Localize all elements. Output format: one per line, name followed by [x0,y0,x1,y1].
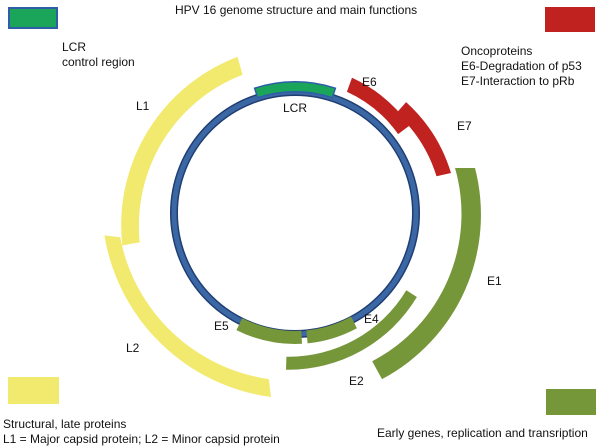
oncoprotein-legend-text: Oncoproteins E6-Degradation of p53 E7-In… [461,44,582,89]
e2-label: E2 [349,374,364,388]
late-legend-swatch [8,377,59,404]
lcr-label: LCR [283,101,307,115]
page-title: HPV 16 genome structure and main functio… [175,3,418,17]
lcr-legend-title: LCR [62,40,87,54]
e5-label: E5 [214,319,229,333]
l2-arc [104,235,272,397]
oncoprotein-legend-e7: E7-Interaction to pRb [461,74,575,88]
e5-arc [236,318,302,344]
oncoprotein-legend-title: Oncoproteins [461,44,533,58]
e1-label: E1 [487,274,502,288]
oncoprotein-legend-swatch [545,7,595,32]
genome-ring [170,88,420,338]
late-legend-desc: L1 = Major capsid protein; L2 = Minor ca… [3,432,280,446]
lcr-legend-desc: control region [62,55,135,69]
oncoprotein-legend-e6: E6-Degradation of p53 [461,59,582,73]
e6-label: E6 [362,75,377,89]
lcr-legend-swatch [8,7,58,29]
e7-arc [396,102,451,177]
e6-arc [346,77,410,135]
late-legend-title: Structural, late proteins [3,417,127,431]
l1-arc [121,56,243,246]
e4-label: E4 [364,312,379,326]
early-legend-swatch [546,389,596,415]
lcr-segment [253,81,337,99]
early-legend-text: Early genes, replication and transriptio… [377,426,588,440]
e1-arc [372,168,481,380]
late-legend-text: Structural, late proteins L1 = Major cap… [3,417,280,447]
e7-label: E7 [457,119,472,133]
l1-label: L1 [136,99,150,113]
l2-label: L2 [126,341,140,355]
lcr-legend-text: LCR control region [62,40,135,70]
e2-arc [286,290,417,370]
e4-arc [306,316,357,344]
